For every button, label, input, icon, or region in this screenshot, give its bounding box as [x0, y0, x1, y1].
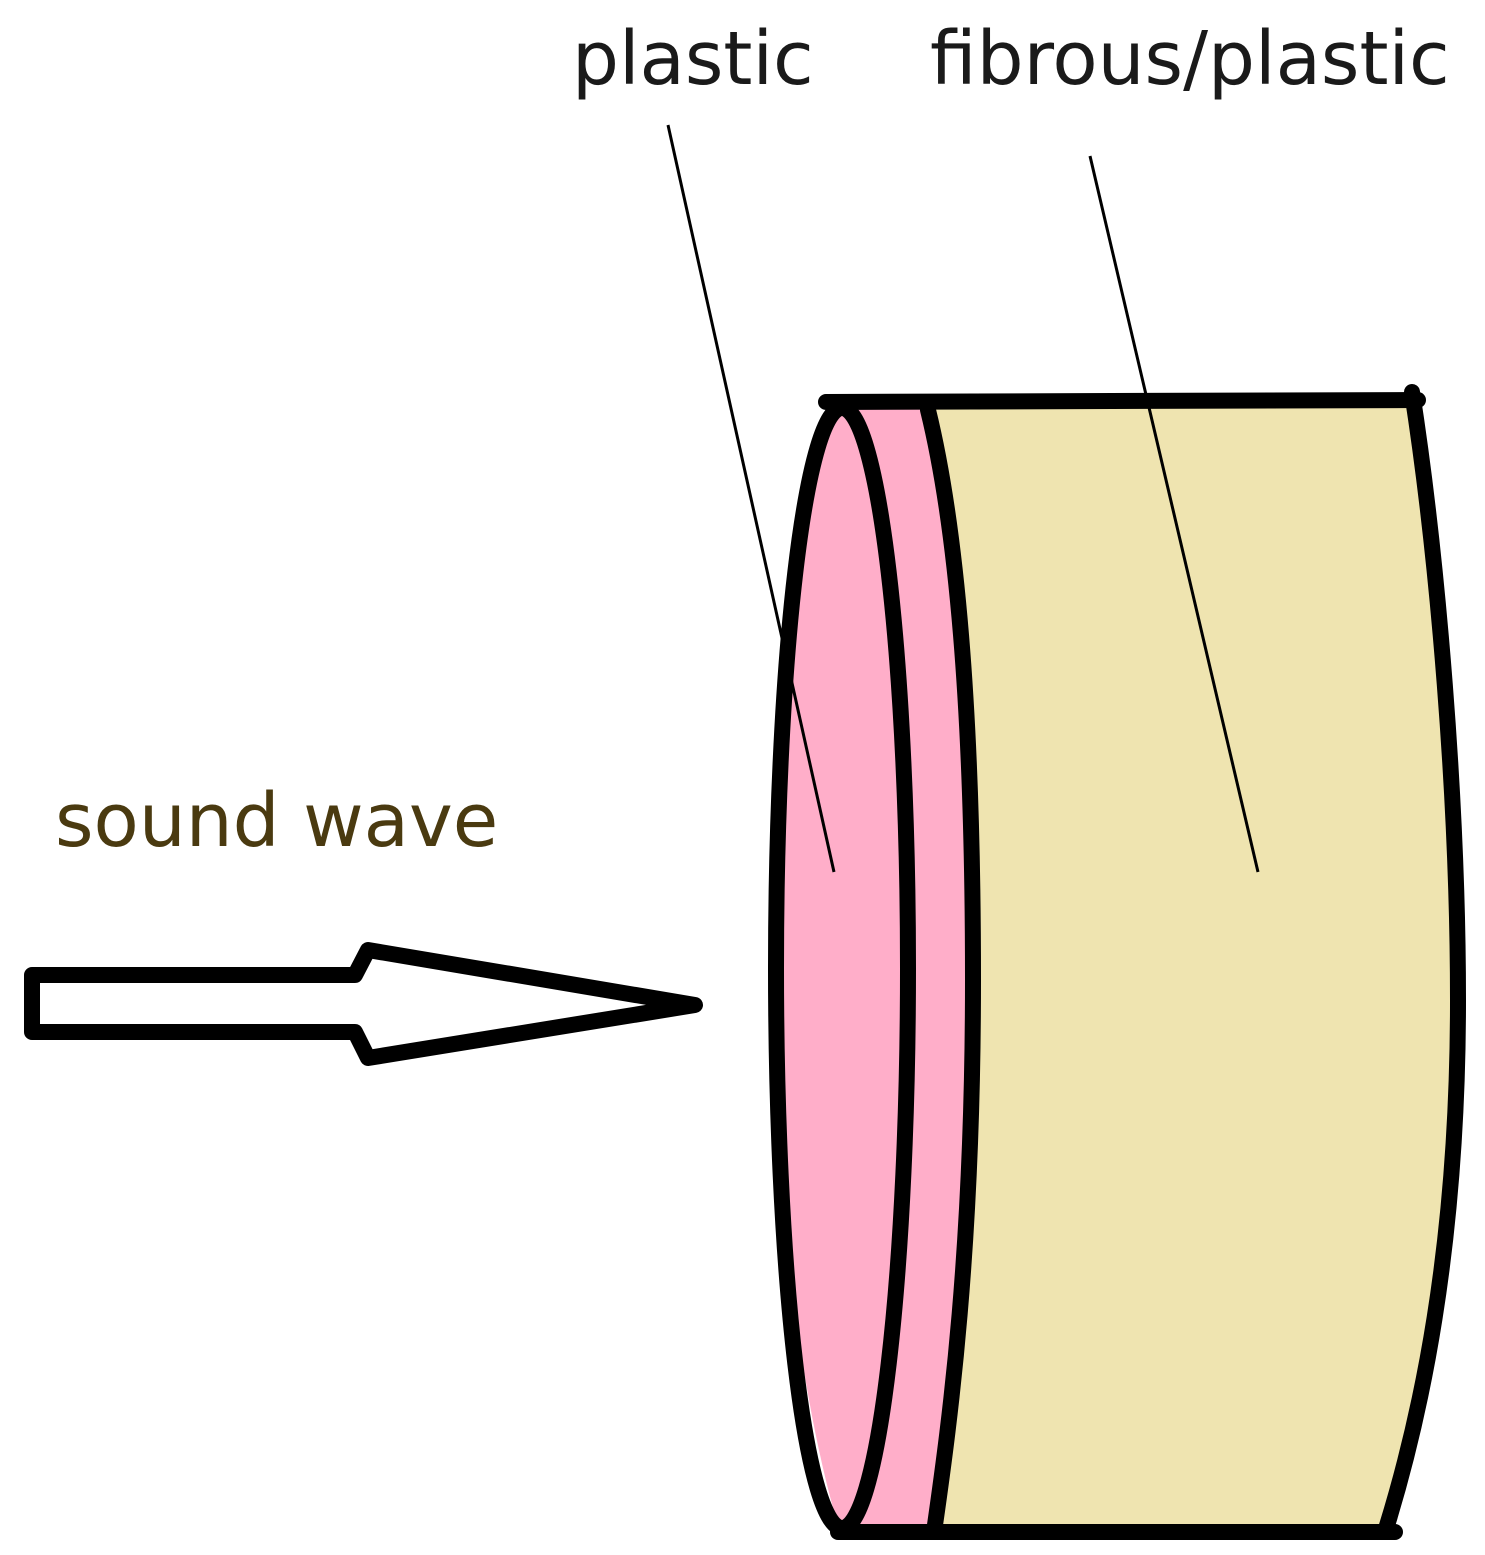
fibrous-layer-body — [935, 400, 1458, 1532]
fibrous-plastic-leader-line — [1088, 155, 1260, 873]
cylinder-right-edge — [1377, 384, 1467, 1540]
plastic-layer — [775, 402, 973, 1532]
sound-wave-arrow-icon — [24, 942, 703, 1066]
fibrous-plastic-label: fibrous/plastic — [930, 16, 1450, 102]
cylinder-top-edge — [818, 392, 1426, 410]
layer-boundary-edge — [920, 402, 982, 1533]
plastic-label: plastic — [572, 16, 814, 102]
plastic-face-ellipse — [768, 400, 916, 1536]
sound-wave-label: sound wave — [55, 778, 498, 864]
plastic-leader-line — [666, 124, 836, 873]
